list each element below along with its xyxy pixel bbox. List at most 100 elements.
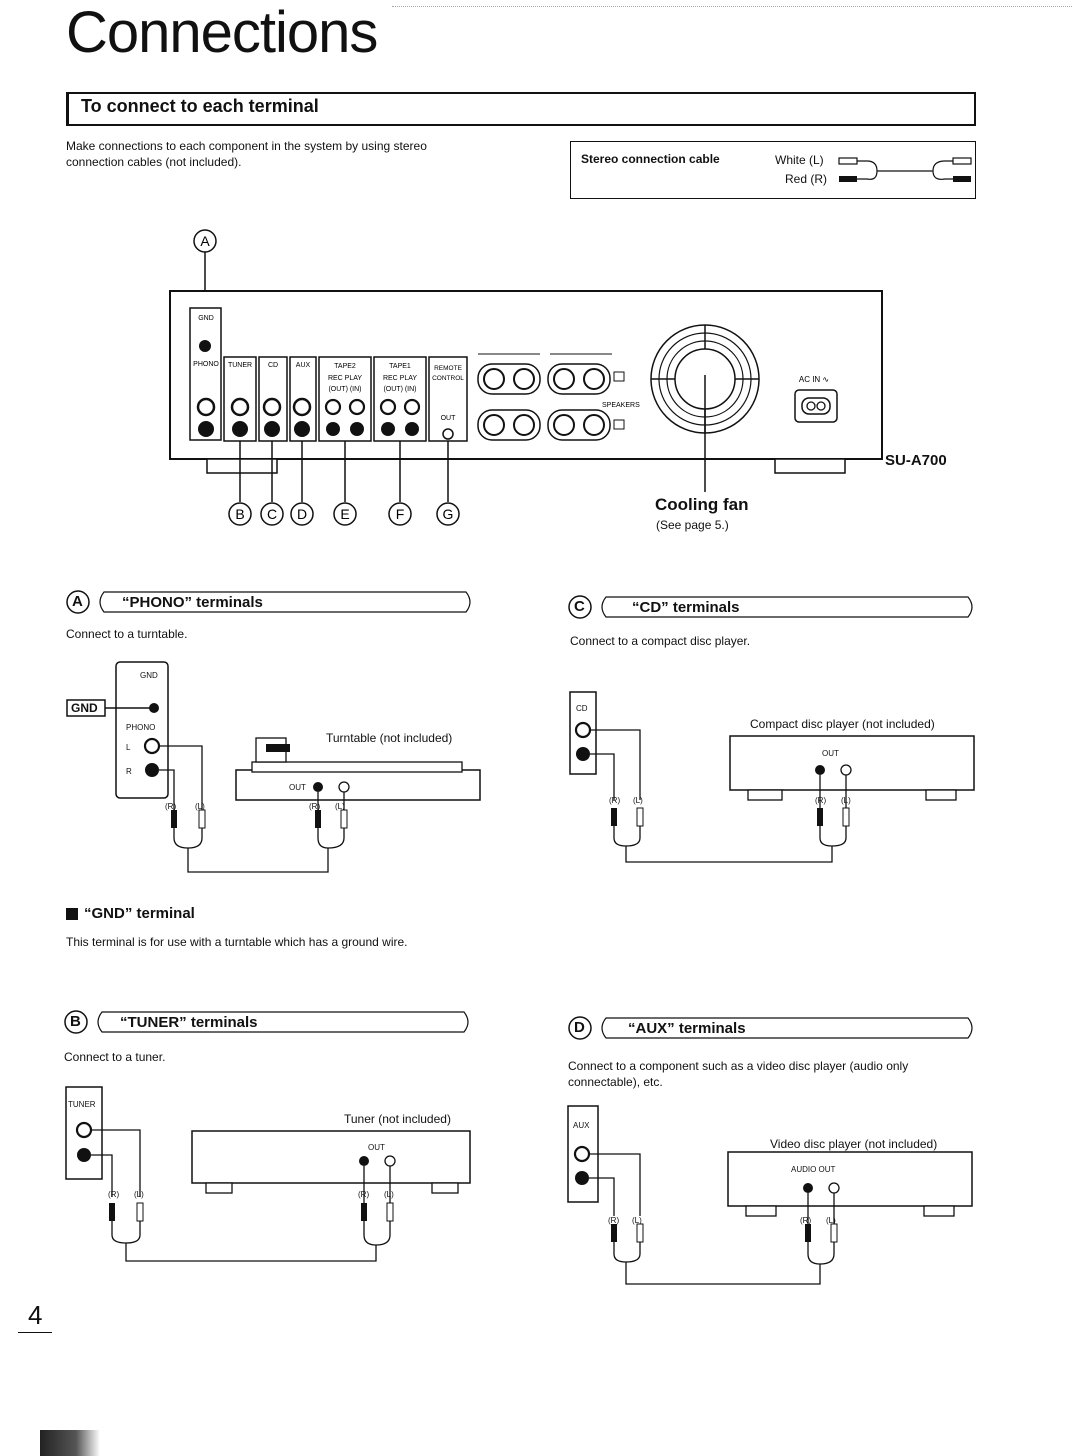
tuner-heading-row: B “TUNER” terminals [64, 1010, 474, 1036]
page-number-underline [18, 1332, 52, 1333]
aux-device-label: Video disc player (not included) [770, 1137, 938, 1151]
turntable-label: Turntable (not included) [326, 731, 453, 745]
gnd-description: This terminal is for use with a turntabl… [66, 935, 408, 949]
ac-in-label: AC IN ∿ [799, 375, 829, 384]
auxdev-cable-r: (R) [800, 1216, 812, 1225]
ac-inlet: AC IN ∿ [794, 375, 838, 423]
tunerdev-cable-r: (R) [358, 1190, 370, 1199]
tape1-label: TAPE1 [389, 363, 411, 370]
see-page-note: (See page 5.) [656, 518, 729, 532]
callout-e: E [333, 502, 357, 526]
tape2-outin: (OUT) (IN) [328, 386, 361, 393]
svg-text:E: E [340, 506, 349, 522]
tape2-label: TAPE2 [334, 363, 356, 370]
cd-cable-r: (R) [609, 796, 621, 805]
gnd-terminal [199, 340, 211, 352]
tape1-outin: (OUT) (IN) [383, 386, 416, 393]
phono-label: PHONO [193, 361, 219, 368]
auxdev-cable-l: (L) [826, 1216, 836, 1225]
phono-gnd-tag: GND [71, 701, 98, 715]
cd-cable-l: (L) [633, 796, 643, 805]
aux-heading: “AUX” terminals [628, 1020, 746, 1037]
svg-text:B: B [235, 506, 244, 522]
cd-heading: “CD” terminals [632, 599, 740, 616]
amplifier-chassis [169, 290, 883, 460]
control-label: CONTROL [432, 375, 464, 382]
svg-text:C: C [267, 506, 277, 522]
tunerdev-cable-l: (L) [384, 1190, 394, 1199]
phono-heading: “PHONO” terminals [122, 594, 263, 611]
tuner-out-label: OUT [368, 1143, 385, 1152]
cable-legend: Stereo connection cable White (L) Red (R… [570, 141, 976, 199]
section-heading-box: To connect to each terminal [66, 92, 976, 126]
page-title: Connections [66, 0, 378, 65]
cd-letter: C [574, 598, 585, 615]
cd-heading-row: C “CD” terminals [568, 595, 978, 621]
cd-out-label: OUT [822, 749, 839, 758]
phono-letter: A [72, 593, 83, 610]
cable-legend-label: Stereo connection cable [581, 152, 720, 166]
remote-label: REMOTE [434, 365, 462, 372]
turntable-cable-r: (R) [309, 802, 321, 811]
speaker-terminals: SPEAKERS [477, 353, 640, 441]
phono-cable-l: (L) [195, 802, 205, 811]
phono-block [189, 307, 222, 441]
cooling-fan [650, 324, 760, 492]
aux-out-label: AUDIO OUT [791, 1165, 836, 1174]
svg-text:D: D [297, 506, 307, 522]
cdplayer-cable-r: (R) [815, 796, 827, 805]
aux-connection-diagram [567, 1105, 973, 1285]
chassis-foot-right [774, 458, 846, 474]
speakers-label: SPEAKERS [602, 402, 640, 409]
callout-a: A [193, 229, 217, 335]
aux-description: Connect to a component such as a video d… [568, 1059, 909, 1089]
callout-c: C [260, 502, 284, 526]
tape1-recplay: REC PLAY [383, 375, 417, 382]
callout-d: D [290, 502, 314, 526]
callout-lines [239, 441, 449, 502]
aux-label: AUX [296, 362, 311, 369]
tuner-block [223, 356, 257, 442]
cd-description: Connect to a compact disc player. [570, 634, 751, 648]
cd-device-label: Compact disc player (not included) [750, 717, 935, 731]
section-heading: To connect to each terminal [81, 96, 319, 116]
turntable-out-label: OUT [289, 783, 306, 792]
callout-a-letter: A [200, 233, 210, 249]
remote-block [428, 356, 468, 442]
callout-g: G [436, 502, 460, 526]
tuner-description: Connect to a tuner. [64, 1050, 166, 1064]
tape1-block [373, 356, 427, 442]
chassis-foot-left [206, 458, 278, 474]
tuner-heading: “TUNER” terminals [120, 1014, 258, 1031]
gnd-label: GND [198, 315, 214, 322]
tuner-label: TUNER [228, 362, 252, 369]
cdplayer-cable-l: (L) [841, 796, 851, 805]
tuner-cable-r: (R) [108, 1190, 120, 1199]
phono-gnd-port-label: GND [140, 671, 158, 680]
cable-white-label: White (L) [775, 153, 824, 167]
phono-cable-r: (R) [165, 802, 177, 811]
cd-label: CD [268, 362, 278, 369]
cable-red-label: Red (R) [785, 172, 828, 186]
phono-r-label: R [126, 767, 132, 776]
top-divider [392, 6, 1072, 7]
cd-block [258, 356, 288, 442]
phono-connection-diagram [66, 661, 481, 873]
phono-port-label: PHONO [126, 723, 156, 732]
cooling-fan-label: Cooling fan [655, 495, 749, 514]
page-number: 4 [28, 1300, 43, 1330]
tuner-cable-l: (L) [134, 1190, 144, 1199]
aux-block [289, 356, 317, 442]
tuner-port-label: TUNER [68, 1100, 96, 1109]
phono-l-label: L [126, 743, 131, 752]
scan-artifact [40, 1430, 100, 1456]
gnd-bullet [66, 908, 78, 920]
callout-b: B [228, 502, 252, 526]
cable-illustration [838, 157, 972, 182]
tape2-block [318, 356, 372, 442]
tuner-device-label: Tuner (not included) [344, 1112, 451, 1126]
tuner-letter: B [70, 1013, 81, 1030]
aux-cable-l: (L) [632, 1216, 642, 1225]
aux-cable-r: (R) [608, 1216, 620, 1225]
turntable-cable-l: (L) [335, 802, 345, 811]
